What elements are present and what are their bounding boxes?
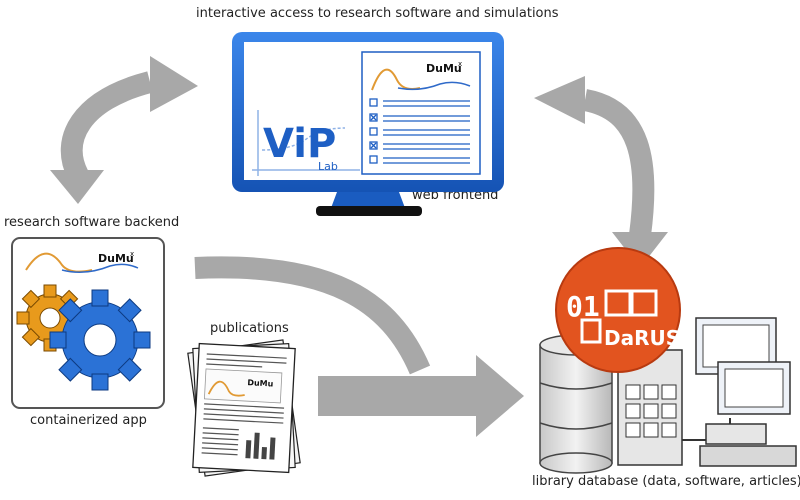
darus-name-text: DaRUS <box>604 326 680 350</box>
vip-lab-logo: ViP Lab <box>252 110 360 176</box>
dumux-logo-text: DuMu <box>426 62 462 75</box>
darus-logo: 01 DaRUS <box>555 247 681 373</box>
web-frontend-monitor: ViP Lab DuMu x <box>232 32 504 216</box>
gear-blue-icon <box>49 289 151 391</box>
top-caption: interactive access to research software … <box>196 6 559 21</box>
backend-label: research software backend <box>4 215 180 230</box>
gear-orange-icon <box>16 284 84 352</box>
publications-label: publications <box>210 321 289 336</box>
backend-dumux-text: DuMu <box>98 252 134 265</box>
container-box: DuMu x <box>11 237 165 409</box>
svg-text:x: x <box>458 60 462 68</box>
arrow-frontend-library <box>534 76 668 268</box>
darus-code-text: 01 <box>566 290 600 323</box>
arrow-backend-library <box>194 256 524 437</box>
container-label: containerized app <box>30 413 147 428</box>
dumux-document-panel: DuMu x <box>361 51 481 175</box>
arrow-backend-frontend <box>50 56 198 204</box>
vip-logo-text: ViP <box>263 121 336 167</box>
vip-logo-sub: Lab <box>318 160 338 173</box>
svg-text:x: x <box>130 250 134 258</box>
checklist <box>369 98 470 164</box>
library-label: library database (data, software, articl… <box>532 474 800 489</box>
publications-stack: DuMu <box>187 339 301 477</box>
publication-dumux-text: DuMu <box>247 378 274 388</box>
